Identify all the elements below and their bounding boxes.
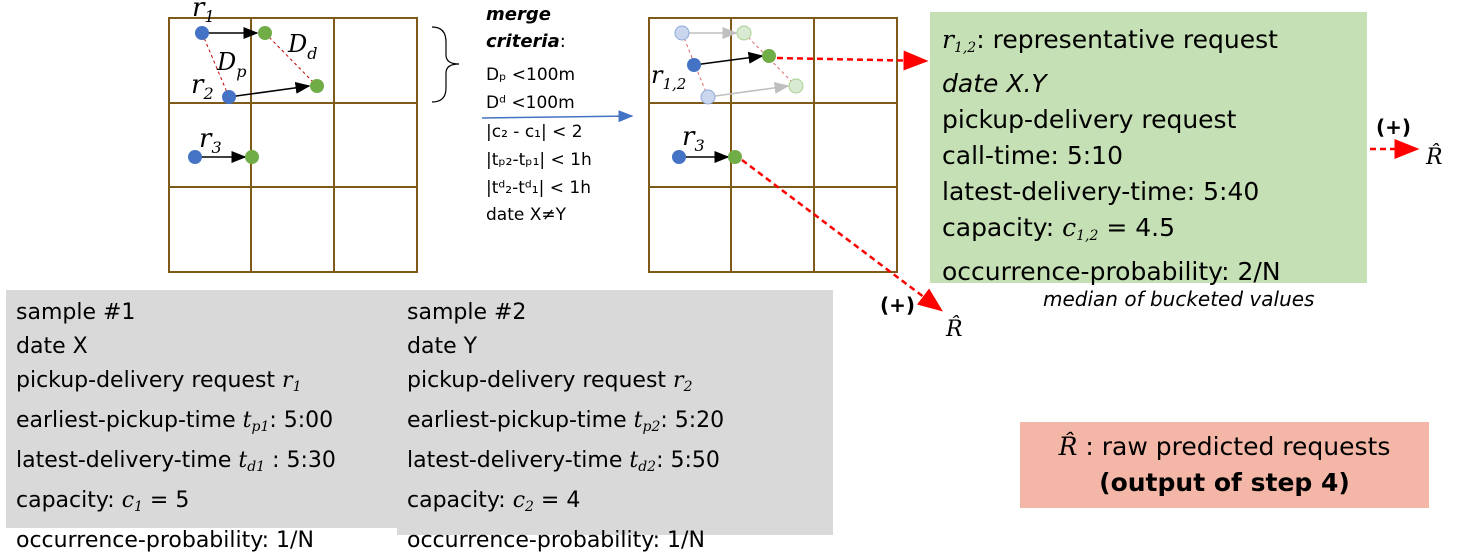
label-dd: Dd [287, 30, 318, 63]
legend-box: R̂ : raw predicted requests (output of s… [1020, 422, 1429, 508]
plus-label-right: (+) [1376, 115, 1411, 139]
r12-arrow [693, 51, 764, 66]
r1-delivery-point [258, 26, 272, 40]
label-r2: r2 [191, 70, 214, 103]
rep-latest-delivery: latest-delivery-time: 5:40 [942, 177, 1260, 206]
sample-2-title: sample #2 [407, 300, 527, 325]
right-r3-delivery-point [728, 150, 742, 164]
sample-1-capacity: capacity: c1 = 5 [16, 488, 190, 515]
r2-arrow [228, 81, 311, 98]
rep-type: pickup-delivery request [942, 105, 1237, 134]
r3-pickup-point [188, 150, 202, 164]
rep-title: r1,2: representative request [942, 25, 1278, 56]
sample-1-probability: occurrence-probability: 1/N [16, 528, 314, 553]
criteria-item-0: Dₚ <100m [486, 65, 575, 85]
label-right-r3: r3 [682, 122, 705, 155]
merge-diagram: r1 r2 r3 Dp Dd merge criteria: Dₚ <100m … [168, 0, 1443, 342]
sample-2-request: pickup-delivery request r2 [407, 368, 693, 395]
legend-output-step: (output of step 4) [1099, 468, 1350, 497]
sample-2-probability: occurrence-probability: 1/N [407, 528, 705, 553]
legend-line-1: R̂ : raw predicted requests [1020, 429, 1429, 465]
median-caption: median of bucketed values [1043, 287, 1315, 311]
faded-r1-delivery-point [736, 25, 752, 41]
sample-2-delivery: latest-delivery-time td2: 5:50 [407, 448, 720, 475]
faded-r2-arrow [707, 81, 790, 98]
r-hat-bottom: R̂ [945, 316, 963, 342]
faded-r2-pickup-point [700, 89, 716, 105]
dd-distance-line [264, 32, 318, 87]
criteria-item-3: |tₚ₂-tₚ₁| < 1h [486, 150, 592, 170]
r12-to-representative-arrow [776, 50, 929, 71]
faded-r2-delivery-point [788, 78, 804, 94]
r1-pickup-point [195, 26, 209, 40]
sample-1-delivery: latest-delivery-time td1 : 5:30 [16, 448, 336, 475]
rep-capacity: capacity: c1,2 = 4.5 [942, 213, 1175, 244]
sample-2-pickup: earliest-pickup-time tp2: 5:20 [407, 408, 725, 435]
sample-1-date: date X [16, 334, 88, 359]
r12-pickup-point [687, 58, 701, 72]
criteria-item-5: date X≠Y [486, 205, 567, 225]
criteria-item-1: Dᵈ <100m [486, 93, 575, 113]
representative-request-box: r1,2: representative request date X.Y pi… [930, 12, 1367, 286]
label-dp: Dp [216, 48, 247, 81]
r3-delivery-point [245, 150, 259, 164]
sample-2-date: date Y [407, 334, 478, 359]
criteria-item-2: |c₂ - c₁| < 2 [486, 122, 583, 142]
sample-1-request: pickup-delivery request r1 [16, 368, 302, 395]
sample-1-pickup: earliest-pickup-time tp1: 5:00 [16, 408, 334, 435]
criteria-title-line1: merge [486, 4, 551, 25]
right-r3-pickup-point [672, 150, 686, 164]
plus-label-bottom: (+) [880, 293, 915, 317]
sample-1-title: sample #1 [16, 300, 136, 325]
criteria-brace [431, 26, 460, 103]
faded-r1-pickup-point [674, 25, 690, 41]
r2-pickup-point [222, 90, 236, 104]
r12-delivery-point [762, 49, 776, 63]
r-hat-right: R̂ [1425, 144, 1443, 170]
label-r12: r1,2 [651, 61, 686, 93]
label-r3: r3 [199, 124, 222, 157]
criteria-item-4: |tᵈ₂-tᵈ₁| < 1h [486, 178, 591, 198]
sample-2-capacity: capacity: c2 = 4 [407, 488, 581, 515]
left-grid [168, 17, 418, 273]
legend-text: : raw predicted requests [1077, 432, 1391, 461]
sample-1-box: sample #1 date X pickup-delivery request… [6, 290, 400, 553]
sample-2-box: sample #2 date Y pickup-delivery request… [397, 290, 833, 553]
r2-delivery-point [310, 79, 324, 93]
criteria-title-line2: criteria: [486, 31, 566, 52]
r3-to-output-arrow [741, 159, 943, 312]
rep-call-time: call-time: 5:10 [942, 141, 1123, 170]
merge-transition-arrow [481, 110, 634, 123]
label-r1: r1 [192, 0, 215, 26]
legend-r-hat: R̂ [1058, 432, 1078, 461]
rep-date: date X.Y [942, 69, 1047, 98]
rep-probability: occurrence-probability: 2/N [942, 257, 1281, 286]
